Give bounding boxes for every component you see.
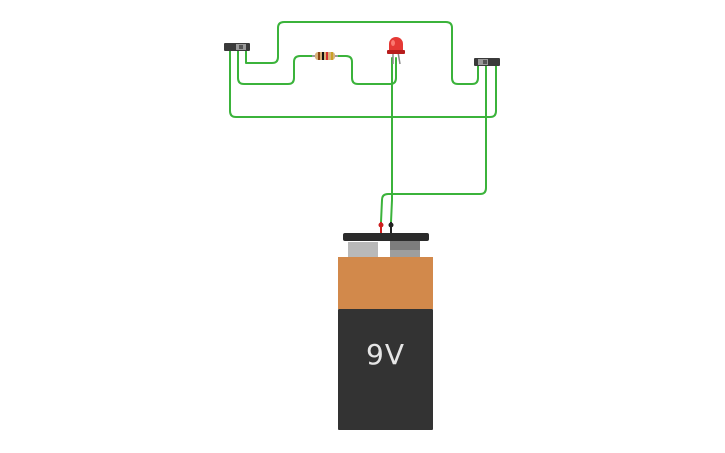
wire-resistor-to-led[interactable] bbox=[333, 55, 397, 85]
resistor[interactable] bbox=[312, 52, 338, 60]
slide-switch-left[interactable] bbox=[224, 43, 250, 51]
battery-label: 9V bbox=[366, 338, 405, 371]
wire-switch1-to-switch2-bottom[interactable] bbox=[229, 47, 497, 118]
wire-switch1-to-switch2-top[interactable] bbox=[245, 21, 479, 85]
wire-switch2-to-battery[interactable] bbox=[380, 65, 487, 223]
wire-led-to-battery[interactable] bbox=[390, 57, 393, 223]
slide-switch-right[interactable] bbox=[474, 58, 500, 66]
wire-switch1-to-resistor[interactable] bbox=[237, 47, 316, 85]
red-led[interactable] bbox=[387, 37, 405, 65]
battery-9v[interactable] bbox=[338, 222, 433, 430]
wires bbox=[229, 21, 497, 223]
